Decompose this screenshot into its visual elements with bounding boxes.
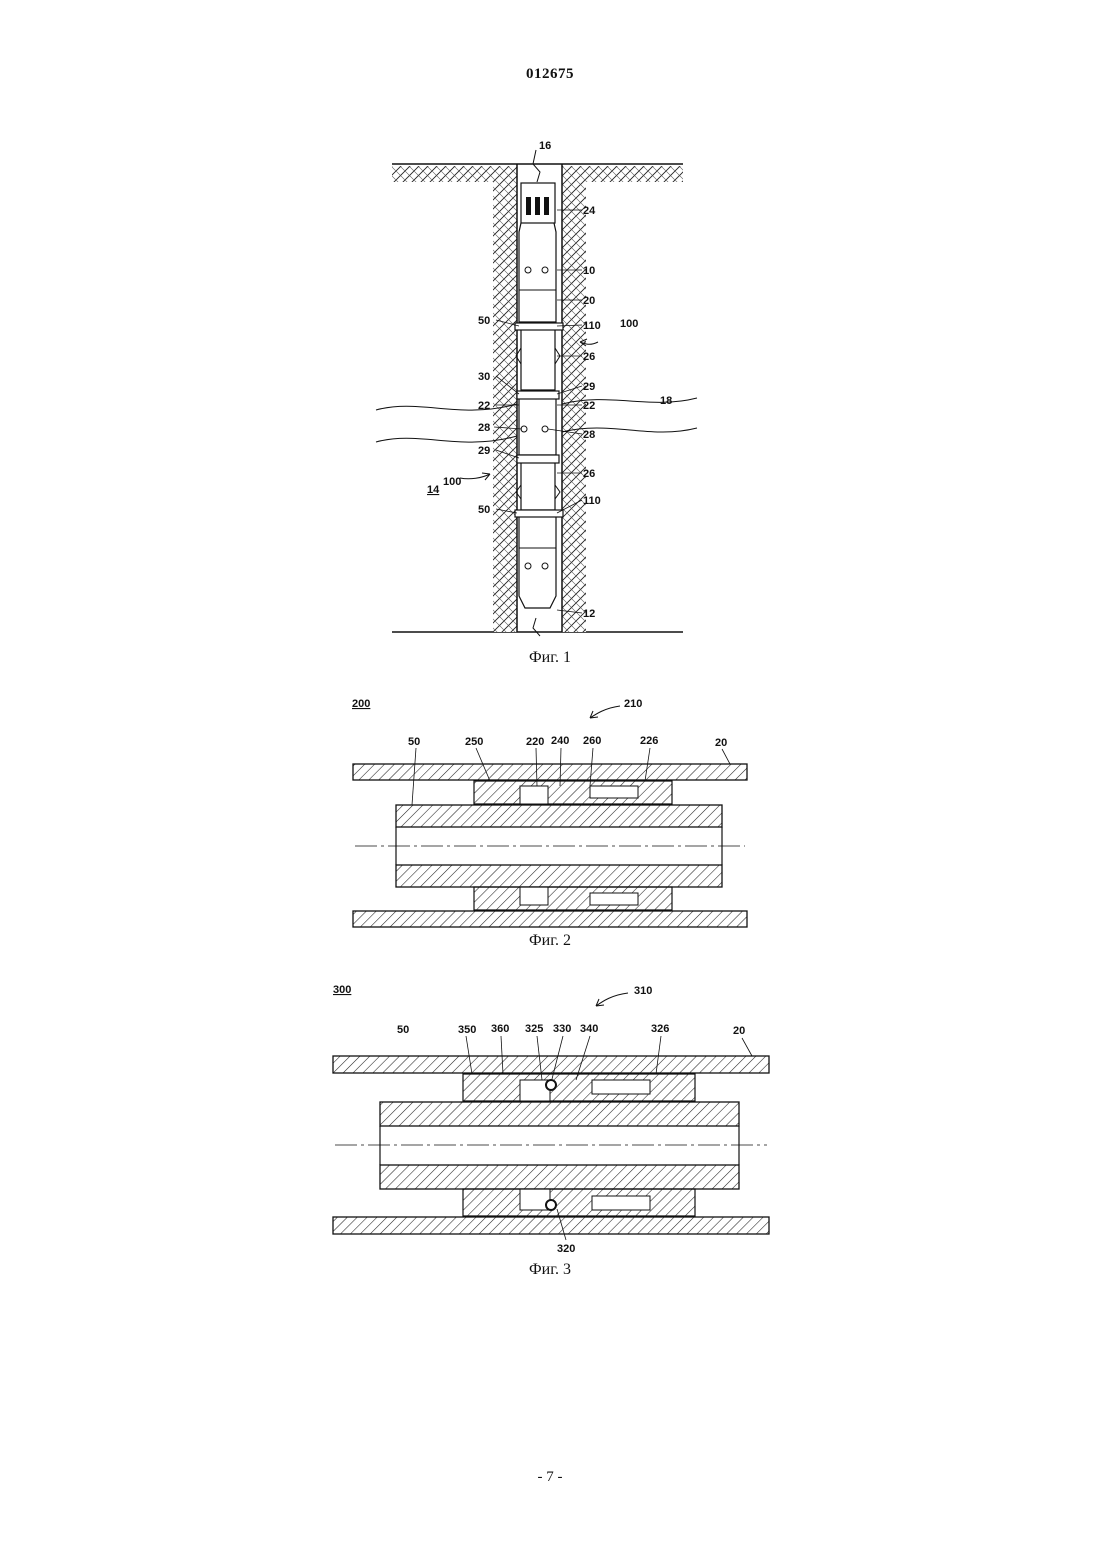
page-number: - 7 -: [0, 1469, 1100, 1486]
fig1-label: 10: [583, 265, 595, 277]
fig1-label: 110: [583, 320, 601, 332]
fig1-label: 22: [478, 400, 490, 412]
fig3-label: 330: [553, 1023, 571, 1035]
fig2-label: 210: [624, 698, 642, 710]
figure-1-caption: Фиг. 1: [0, 649, 1100, 667]
fig3-label: 310: [634, 985, 652, 997]
fig2-label: 200: [352, 698, 370, 710]
fig1-label: 28: [478, 422, 490, 434]
fig2-label: 250: [465, 736, 483, 748]
fig2-label: 50: [408, 736, 420, 748]
fig1-label: 20: [583, 295, 595, 307]
fig3-label: 20: [733, 1025, 745, 1037]
fig2-label: 260: [583, 735, 601, 747]
fig2-label: 20: [715, 737, 727, 749]
fig1-label: 110: [583, 495, 601, 507]
fig3-label: 300: [333, 984, 351, 996]
fig1-label: 50: [478, 504, 490, 516]
figure-2-labels: 200 210 50 250 220 240 260 226 20: [352, 698, 727, 749]
fig1-label: 16: [539, 140, 551, 152]
fig1-label: 22: [583, 400, 595, 412]
fig3-label: 50: [397, 1024, 409, 1036]
fig1-label: 28: [583, 429, 595, 441]
fig3-label: 340: [580, 1023, 598, 1035]
fig3-label: 360: [491, 1023, 509, 1035]
fig1-label: 50: [478, 315, 490, 327]
figure-3-caption: Фиг. 3: [0, 1261, 1100, 1279]
fig1-label: 24: [583, 205, 596, 217]
fig2-label: 220: [526, 736, 544, 748]
fig1-label: 29: [583, 381, 595, 393]
fig1-label: 14: [427, 484, 440, 496]
fig1-label: 29: [478, 445, 490, 457]
fig3-label: 350: [458, 1024, 476, 1036]
fig2-label: 226: [640, 735, 658, 747]
fig3-label: 325: [525, 1023, 543, 1035]
figure-2-caption: Фиг. 2: [0, 932, 1100, 950]
fig1-label: 18: [660, 395, 672, 407]
fig1-label: 30: [478, 371, 490, 383]
fig1-label: 100: [443, 476, 461, 488]
figure-1-drawing: [376, 150, 697, 636]
fig1-label: 100: [620, 318, 638, 330]
fig3-label: 320: [557, 1243, 575, 1255]
fig1-label: 12: [583, 608, 595, 620]
fig1-label: 26: [583, 351, 595, 363]
fig1-label: 26: [583, 468, 595, 480]
fig2-label: 240: [551, 735, 569, 747]
fig3-label: 326: [651, 1023, 669, 1035]
